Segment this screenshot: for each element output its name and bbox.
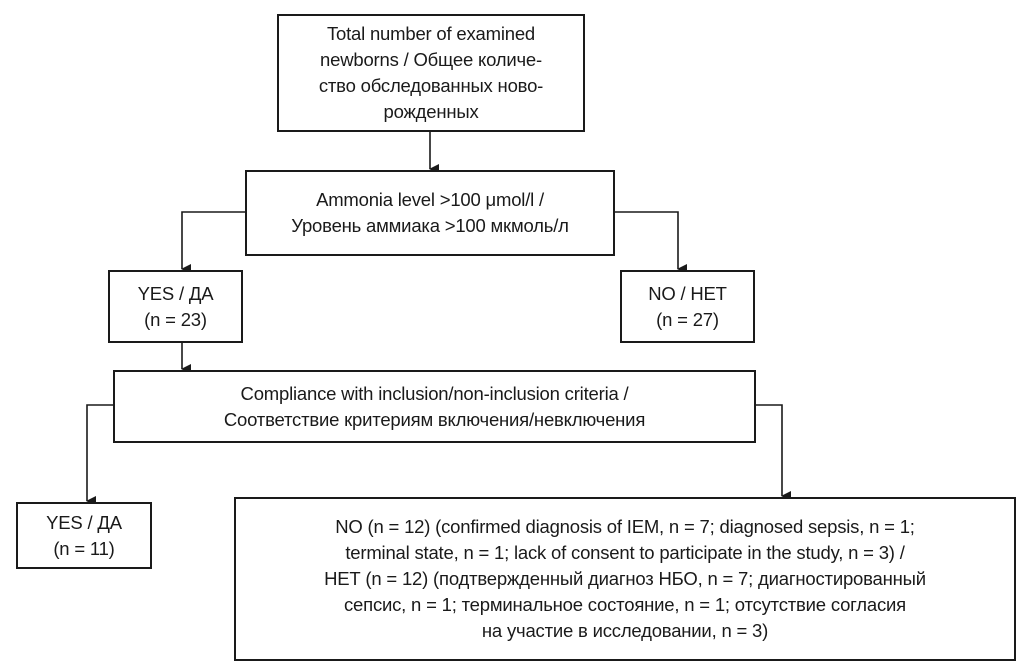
arrow-ammonia-to-yes (181, 211, 245, 274)
arrow-compliance-to-no (755, 404, 791, 501)
no-count: (n = 27) (656, 308, 719, 330)
arrow-ammonia-to-no (614, 211, 687, 274)
yes-count: (n = 23) (144, 308, 207, 330)
box-text-line: Ammonia level >100 μmol/l / (316, 189, 544, 210)
box-text-line: Соответствие критериям включения/невключ… (223, 408, 646, 430)
box-text-line: ство обследованных ново- (318, 75, 544, 96)
box-text-line: НЕТ (n = 12) (подтвержденный диагноз НБО… (324, 568, 926, 589)
box-text-line: terminal state, n = 1; lack of consent t… (345, 542, 905, 563)
box-text-line: YES / ДА (137, 282, 214, 304)
no-ammonia-box: NO / НЕТ (n = 27) (620, 270, 755, 343)
box-text-line: YES / ДА (46, 511, 122, 533)
box-text-line: NO / НЕТ (648, 282, 727, 304)
box-text-line: Уровень аммиака >100 мкмоль/л (291, 215, 569, 236)
box-text-line: сепсис, n = 1; терминальное состояние, n… (343, 594, 906, 615)
yes-compliance-box: YES / ДА (n = 11) (16, 502, 152, 569)
box-text-line: Compliance with inclusion/non-inclusion … (240, 382, 629, 404)
arrow-compliance-to-yes (86, 404, 113, 506)
total-newborns-box: Total number of examined newborns / Обще… (277, 14, 585, 132)
box-text-line: newborns / Общее количе- (320, 49, 542, 70)
box-text-line: рожденных (383, 101, 479, 122)
box-text-line: на участие в исследовании, n = 3) (481, 620, 769, 641)
no-compliance-box: NO (n = 12) (confirmed diagnosis of IEM,… (234, 497, 1016, 661)
yes-count: (n = 11) (53, 537, 115, 559)
box-text-line: Total number of examined (326, 23, 536, 44)
box-text-line: NO (n = 12) (confirmed diagnosis of IEM,… (335, 516, 915, 537)
ammonia-level-box: Ammonia level >100 μmol/l / Уровень амми… (245, 170, 615, 256)
compliance-criteria-box: Compliance with inclusion/non-inclusion … (113, 370, 756, 443)
yes-ammonia-box: YES / ДА (n = 23) (108, 270, 243, 343)
